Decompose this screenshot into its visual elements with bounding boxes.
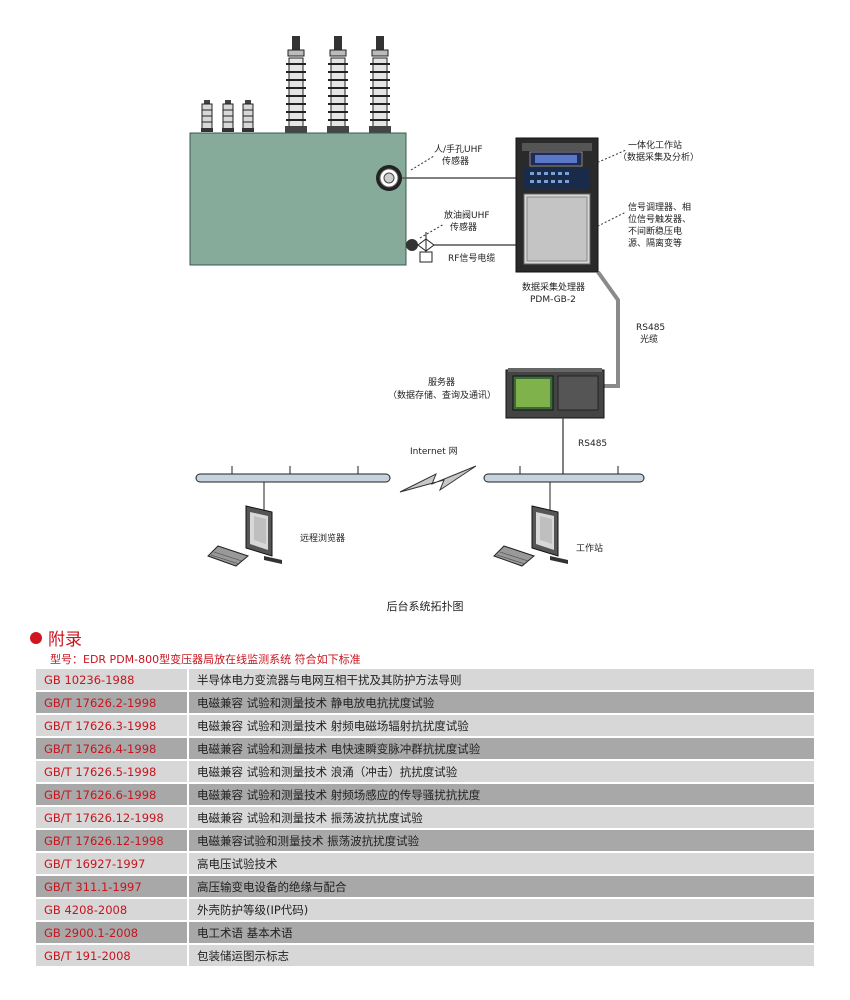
- label-conditioner-4: 源、隔离变等: [628, 237, 682, 249]
- label-conditioner-3: 不间断稳压电: [628, 225, 682, 237]
- standard-code: GB/T 17626.5-1998: [36, 760, 188, 784]
- bullet-dot-icon: [30, 631, 42, 644]
- standard-description: 电磁兼容 试验和测量技术 浪涌（冲击）抗扰度试验: [187, 760, 814, 784]
- standard-code: GB/T 191-2008: [36, 944, 188, 968]
- label-rf-cable: RF信号电缆: [448, 252, 495, 264]
- appendix-subtitle: 型号：EDR PDM-800型变压器局放在线监测系统 符合如下标准: [50, 653, 361, 666]
- standard-description: 高压输变电设备的绝缘与配合: [187, 875, 814, 899]
- network-bus-left: [195, 466, 391, 510]
- remote-browser-computer-icon: [207, 505, 282, 567]
- label-manhole-uhf-2: 传感器: [442, 155, 469, 167]
- standard-description: 电磁兼容 试验和测量技术 电快速瞬变脉冲群抗扰度试验: [187, 737, 814, 761]
- appendix-title-text: 附录: [48, 630, 82, 650]
- label-valve-uhf-1: 放油阀UHF: [444, 209, 490, 221]
- standard-code: GB/T 17626.2-1998: [36, 691, 188, 715]
- label-rs485-fiber-1: RS485: [636, 323, 665, 333]
- internet-link-icon: [399, 465, 477, 493]
- data-processor-cabinet: [515, 137, 599, 273]
- label-remote-browser: 远程浏览器: [300, 532, 345, 544]
- label-server-1: 服务器: [428, 376, 455, 388]
- topology-diagram: 人/手孔UHF 传感器 放油阀UHF 传感器 RF信号电缆 一体化工作站 （数据…: [189, 36, 699, 567]
- standard-description: 电磁兼容 试验和测量技术 振荡波抗扰度试验: [187, 806, 814, 830]
- label-conditioner-1: 信号调理器、相: [628, 201, 691, 213]
- label-integrated-workstation-2: （数据采集及分析）: [618, 151, 699, 163]
- standard-code: GB/T 17626.4-1998: [36, 737, 188, 761]
- appendix-title: 附录: [30, 625, 82, 650]
- standard-description: 包装储运图示标志: [187, 944, 814, 968]
- standard-description: 电工术语 基本术语: [187, 921, 814, 945]
- label-internet: Internet 网: [410, 446, 458, 457]
- small-bushings: [201, 100, 254, 132]
- standard-code: GB/T 17626.12-1998: [36, 806, 188, 830]
- standard-code: GB 4208-2008: [36, 898, 188, 922]
- network-bus-right: [483, 466, 645, 510]
- diagram-caption: 后台系统拓扑图: [386, 600, 464, 613]
- standard-description: 电磁兼容 试验和测量技术 静电放电抗扰度试验: [187, 691, 814, 715]
- transformer-tank: [189, 132, 407, 266]
- valve-uhf-sensor-icon: [406, 232, 435, 263]
- standard-code: GB 10236-1988: [36, 669, 188, 692]
- standard-description: 高电压试验技术: [187, 852, 814, 876]
- workstation-computer-icon: [493, 505, 568, 567]
- label-manhole-uhf-1: 人/手孔UHF: [434, 143, 483, 155]
- label-processor-2: PDM-GB-2: [530, 295, 576, 305]
- label-rs485: RS485: [578, 439, 607, 449]
- standard-description: 外壳防护等级(IP代码): [187, 898, 814, 922]
- standard-code: GB/T 311.1-1997: [36, 875, 188, 899]
- standard-code: GB 2900.1-2008: [36, 921, 188, 945]
- label-processor-1: 数据采集处理器: [522, 281, 585, 293]
- server-icon: [505, 368, 605, 419]
- standard-description: 电磁兼容 试验和测量技术 射频场感应的传导骚扰抗扰度: [187, 783, 814, 807]
- label-integrated-workstation-1: 一体化工作站: [628, 139, 682, 151]
- label-rs485-fiber-2: 光缆: [640, 333, 658, 345]
- standard-code: GB/T 17626.12-1998: [36, 829, 188, 853]
- standard-description: 电磁兼容 试验和测量技术 射频电磁场辐射抗扰度试验: [187, 714, 814, 738]
- label-workstation: 工作站: [576, 542, 603, 554]
- label-server-2: （数据存储、查询及通讯）: [388, 389, 496, 401]
- standard-description: 半导体电力变流器与电网互相干扰及其防护方法导则: [187, 669, 814, 692]
- large-bushings: [285, 36, 391, 134]
- label-conditioner-2: 位信号触发器、: [628, 213, 691, 225]
- standard-code: GB/T 17626.3-1998: [36, 714, 188, 738]
- label-valve-uhf-2: 传感器: [450, 221, 477, 233]
- standard-code: GB/T 17626.6-1998: [36, 783, 188, 807]
- standard-description: 电磁兼容试验和测量技术 振荡波抗扰度试验: [187, 829, 814, 853]
- manhole-uhf-sensor-icon: [376, 165, 402, 191]
- standard-code: GB/T 16927-1997: [36, 852, 188, 876]
